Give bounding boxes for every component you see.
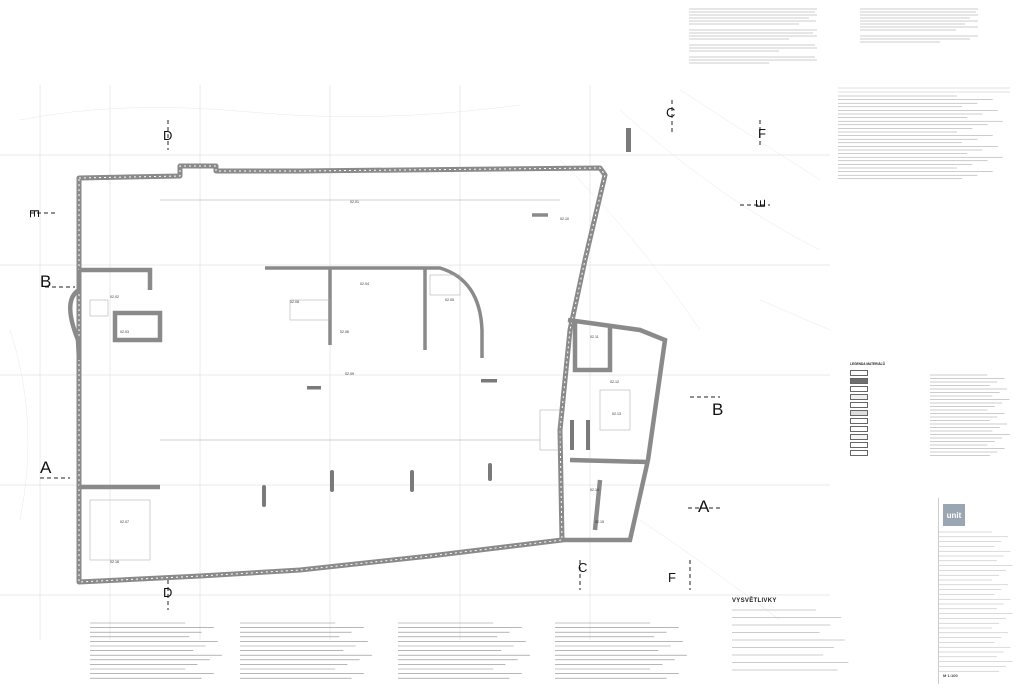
exterior-walls <box>76 163 608 585</box>
legend-notes <box>930 372 1015 462</box>
legend-swatch <box>850 434 868 440</box>
legend-row <box>850 369 910 377</box>
legend-swatch <box>850 450 868 456</box>
legend-row <box>850 425 910 433</box>
section-marker-c-top: C <box>666 105 676 120</box>
room-label: 02.13 <box>612 412 621 416</box>
material-legend: LEGENDA MATERIÁLŮ <box>850 362 910 462</box>
columns <box>262 128 631 507</box>
room-label: 02.12 <box>610 380 619 384</box>
room-label: 02.06 <box>340 330 349 334</box>
section-marker-a-left: A <box>40 458 52 477</box>
legend-swatch <box>850 410 868 416</box>
section-marker-b-right: B <box>712 400 724 419</box>
bottom-note-lines <box>240 622 372 679</box>
explanations-grid <box>732 609 849 671</box>
bottom-note-lines <box>90 622 222 679</box>
room-label: 02.14 <box>590 488 599 492</box>
legend-row <box>850 433 910 441</box>
west-wing-walls <box>68 267 163 490</box>
legend-notes-lines <box>930 374 1010 456</box>
room-label: 02.10 <box>560 217 569 221</box>
notes-text-lines <box>689 8 817 64</box>
room-label: 02.16 <box>110 560 119 564</box>
east-annex-walls <box>562 317 668 543</box>
legend-swatch <box>850 370 868 376</box>
room-label: 02.15 <box>595 520 604 524</box>
bottom-note-4 <box>555 620 715 684</box>
legend-row <box>850 393 910 401</box>
legend-row <box>850 377 910 385</box>
section-marker-c-bottom: C <box>578 560 588 575</box>
section-marker-d-bottom: D <box>163 585 173 600</box>
room-schedule-table <box>838 84 1010 184</box>
section-cut-lines <box>30 100 770 610</box>
room-schedule-lines <box>838 87 1010 180</box>
legend-row <box>850 409 910 417</box>
room-label: 02.03 <box>120 330 129 334</box>
room-label: 02.01 <box>350 200 359 204</box>
bottom-note-lines <box>555 622 687 679</box>
legend-title: LEGENDA MATERIÁLŮ <box>850 362 885 366</box>
section-marker-e-right: E <box>752 199 768 208</box>
legend-row <box>850 417 910 425</box>
room-label: 02.05 <box>445 298 454 302</box>
top-notes-block <box>689 6 819 72</box>
explanations-title: VYSVĚTLIVKY <box>732 598 777 604</box>
title-block-lines <box>939 531 1013 672</box>
legend-swatch <box>850 378 868 384</box>
bottom-note-lines <box>398 622 530 679</box>
company-logo: unit <box>943 504 965 526</box>
terrain-lines <box>9 89 831 621</box>
legend-swatch <box>850 442 868 448</box>
section-marker-f-top: F <box>758 126 766 141</box>
wall-hatching <box>78 165 606 583</box>
legend-swatch <box>850 402 868 408</box>
room-label: 02.04 <box>360 282 369 286</box>
bottom-note-3 <box>398 620 538 684</box>
room-label: 02.07 <box>120 520 129 524</box>
legend-swatch <box>850 418 868 424</box>
legend-swatch <box>850 394 868 400</box>
bottom-note-2 <box>240 620 380 684</box>
section-marker-e-left: E <box>26 209 42 218</box>
legend-row <box>850 449 910 457</box>
room-label: 02.08 <box>290 300 299 304</box>
notes-text-lines-2 <box>860 8 978 43</box>
legend-swatch <box>850 426 868 432</box>
section-marker-b-left: B <box>40 272 52 291</box>
drawing-scale: M 1:100 <box>943 673 958 678</box>
legend-row <box>850 401 910 409</box>
interior-walls <box>265 213 548 358</box>
legend-row <box>850 385 910 393</box>
title-block: unit M 1:100 <box>938 498 1019 684</box>
room-label: 02.02 <box>110 295 119 299</box>
interior-details <box>89 199 631 561</box>
section-marker-f-bottom: F <box>668 570 676 585</box>
legend-swatch <box>850 386 868 392</box>
top-notes-block-2 <box>860 6 980 58</box>
legend-row <box>850 441 910 449</box>
section-marker-d-top: D <box>163 128 173 143</box>
room-label: 02.09 <box>345 372 354 376</box>
bottom-note-1 <box>90 620 230 684</box>
section-marker-a-right: A <box>698 497 710 516</box>
explanations-table: VYSVĚTLIVKY <box>732 598 932 682</box>
room-label: 02.11 <box>590 335 599 339</box>
